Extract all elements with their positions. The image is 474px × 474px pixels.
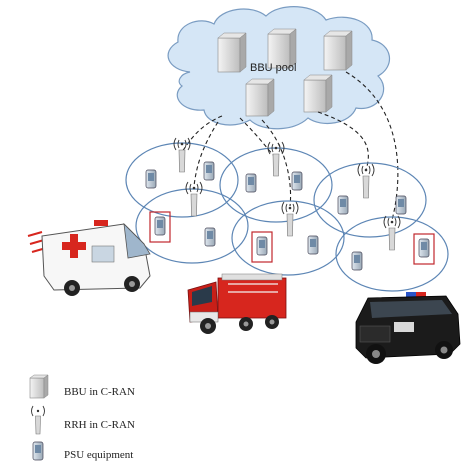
bbu-server-icon (245, 78, 275, 117)
legend-item-rrh: RRH in C-RAN (28, 414, 135, 436)
legend-label-psu: PSU equipment (64, 449, 134, 461)
legend-bbu-server-icon (29, 374, 49, 399)
psu-phone-highlighted (413, 233, 435, 265)
legend-rrh-antenna-icon (31, 405, 45, 435)
legend-item-psu: PSU equipment (28, 444, 133, 466)
psu-phone-icon (203, 161, 215, 181)
psu-phone-icon (245, 173, 257, 193)
psu-phone-group (145, 161, 435, 271)
psu-phone-icon (307, 235, 319, 255)
legend-label-rrh: RRH in C-RAN (64, 419, 135, 431)
bbu-server-group (217, 28, 353, 117)
psu-phone-icon (291, 171, 303, 191)
bbu-pool-label: BBU pool (250, 62, 297, 74)
psu-phone-icon (204, 227, 216, 247)
bbu-server-icon (217, 32, 247, 73)
psu-phone-icon (145, 169, 157, 189)
fire-truck-icon (187, 273, 287, 334)
psu-phone-icon (395, 195, 407, 215)
cell-ellipse (231, 200, 345, 276)
legend-item-bbu: BBU in C-RAN (28, 381, 135, 403)
psu-phone-highlighted (251, 231, 273, 263)
psu-phone-highlighted (149, 211, 171, 243)
rrh-antenna-group (173, 137, 401, 251)
rrh-antenna-icon (173, 137, 191, 173)
legend-psu-phone-icon (32, 441, 44, 461)
police-suv-icon (355, 292, 461, 364)
rrh-antenna-icon (357, 163, 375, 199)
rrh-antenna-icon (383, 215, 401, 251)
bbu-server-icon (267, 28, 297, 69)
bbu-server-icon (303, 74, 333, 113)
rrh-antenna-icon (185, 181, 203, 217)
bbu-server-icon (323, 30, 353, 71)
psu-phone-icon (337, 195, 349, 215)
rrh-antenna-icon (267, 141, 285, 177)
cell-coverage-areas (125, 142, 449, 292)
cell-ellipse (335, 216, 449, 292)
cell-ellipse (313, 162, 427, 238)
rrh-antenna-icon (281, 201, 299, 237)
psu-phone-icon (351, 251, 363, 271)
legend-label-bbu: BBU in C-RAN (64, 386, 135, 398)
ambulance-icon (27, 220, 151, 296)
cell-ellipse (135, 188, 249, 264)
